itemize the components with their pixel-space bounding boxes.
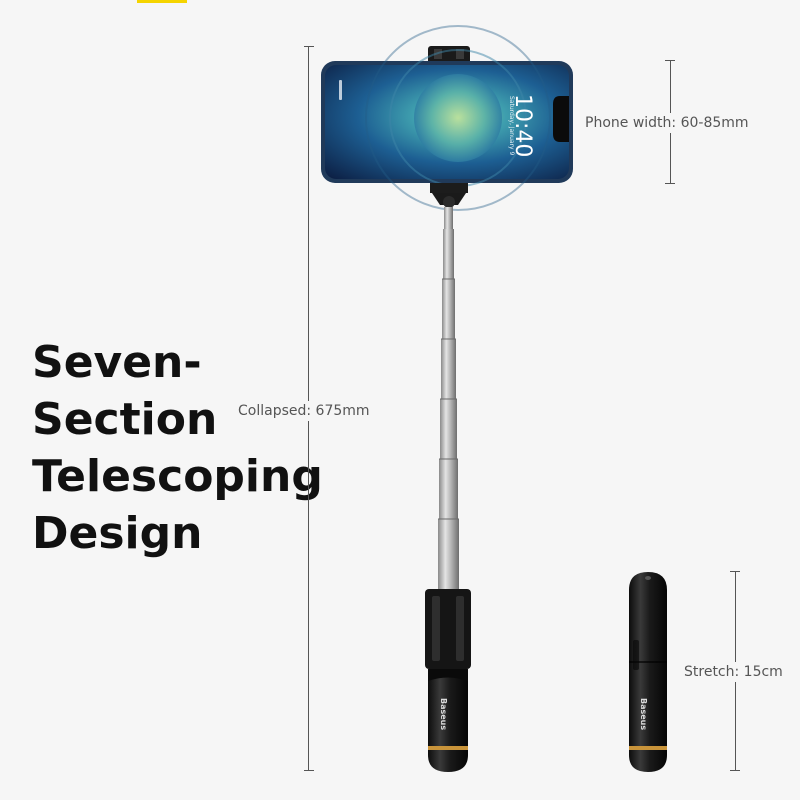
phone bbox=[321, 25, 573, 211]
phone-clamp-bottom bbox=[430, 183, 468, 208]
headline-line-3: Telescoping bbox=[32, 451, 323, 502]
phone-width-label: Phone width: 60-85mm bbox=[585, 113, 749, 133]
brand-logo-standalone: Baseus bbox=[639, 698, 648, 730]
handle-standalone bbox=[629, 572, 667, 772]
brand-logo-attached: Baseus bbox=[439, 698, 448, 730]
phone-clamp-top bbox=[428, 46, 470, 64]
headline-line-1: Seven- bbox=[32, 337, 202, 388]
phone-time: 10:40 bbox=[510, 94, 535, 157]
accent-bar bbox=[137, 0, 187, 3]
stretch-cap-bottom bbox=[730, 770, 740, 771]
handle-grip-attached bbox=[425, 589, 471, 772]
phone-date: Saturday, January 9 bbox=[508, 96, 515, 156]
telescoping-pole bbox=[438, 207, 459, 589]
headline-line-4: Design bbox=[32, 508, 203, 559]
phone-width-cap-bottom bbox=[665, 183, 675, 184]
stretch-label: Stretch: 15cm bbox=[684, 662, 783, 682]
collapsed-cap-bottom bbox=[304, 770, 314, 771]
collapsed-cap-top bbox=[304, 46, 314, 47]
headline: Seven- Section Telescoping Design bbox=[32, 334, 323, 562]
collapsed-label: Collapsed: 675mm bbox=[238, 401, 370, 421]
headline-line-2: Section bbox=[32, 394, 218, 445]
